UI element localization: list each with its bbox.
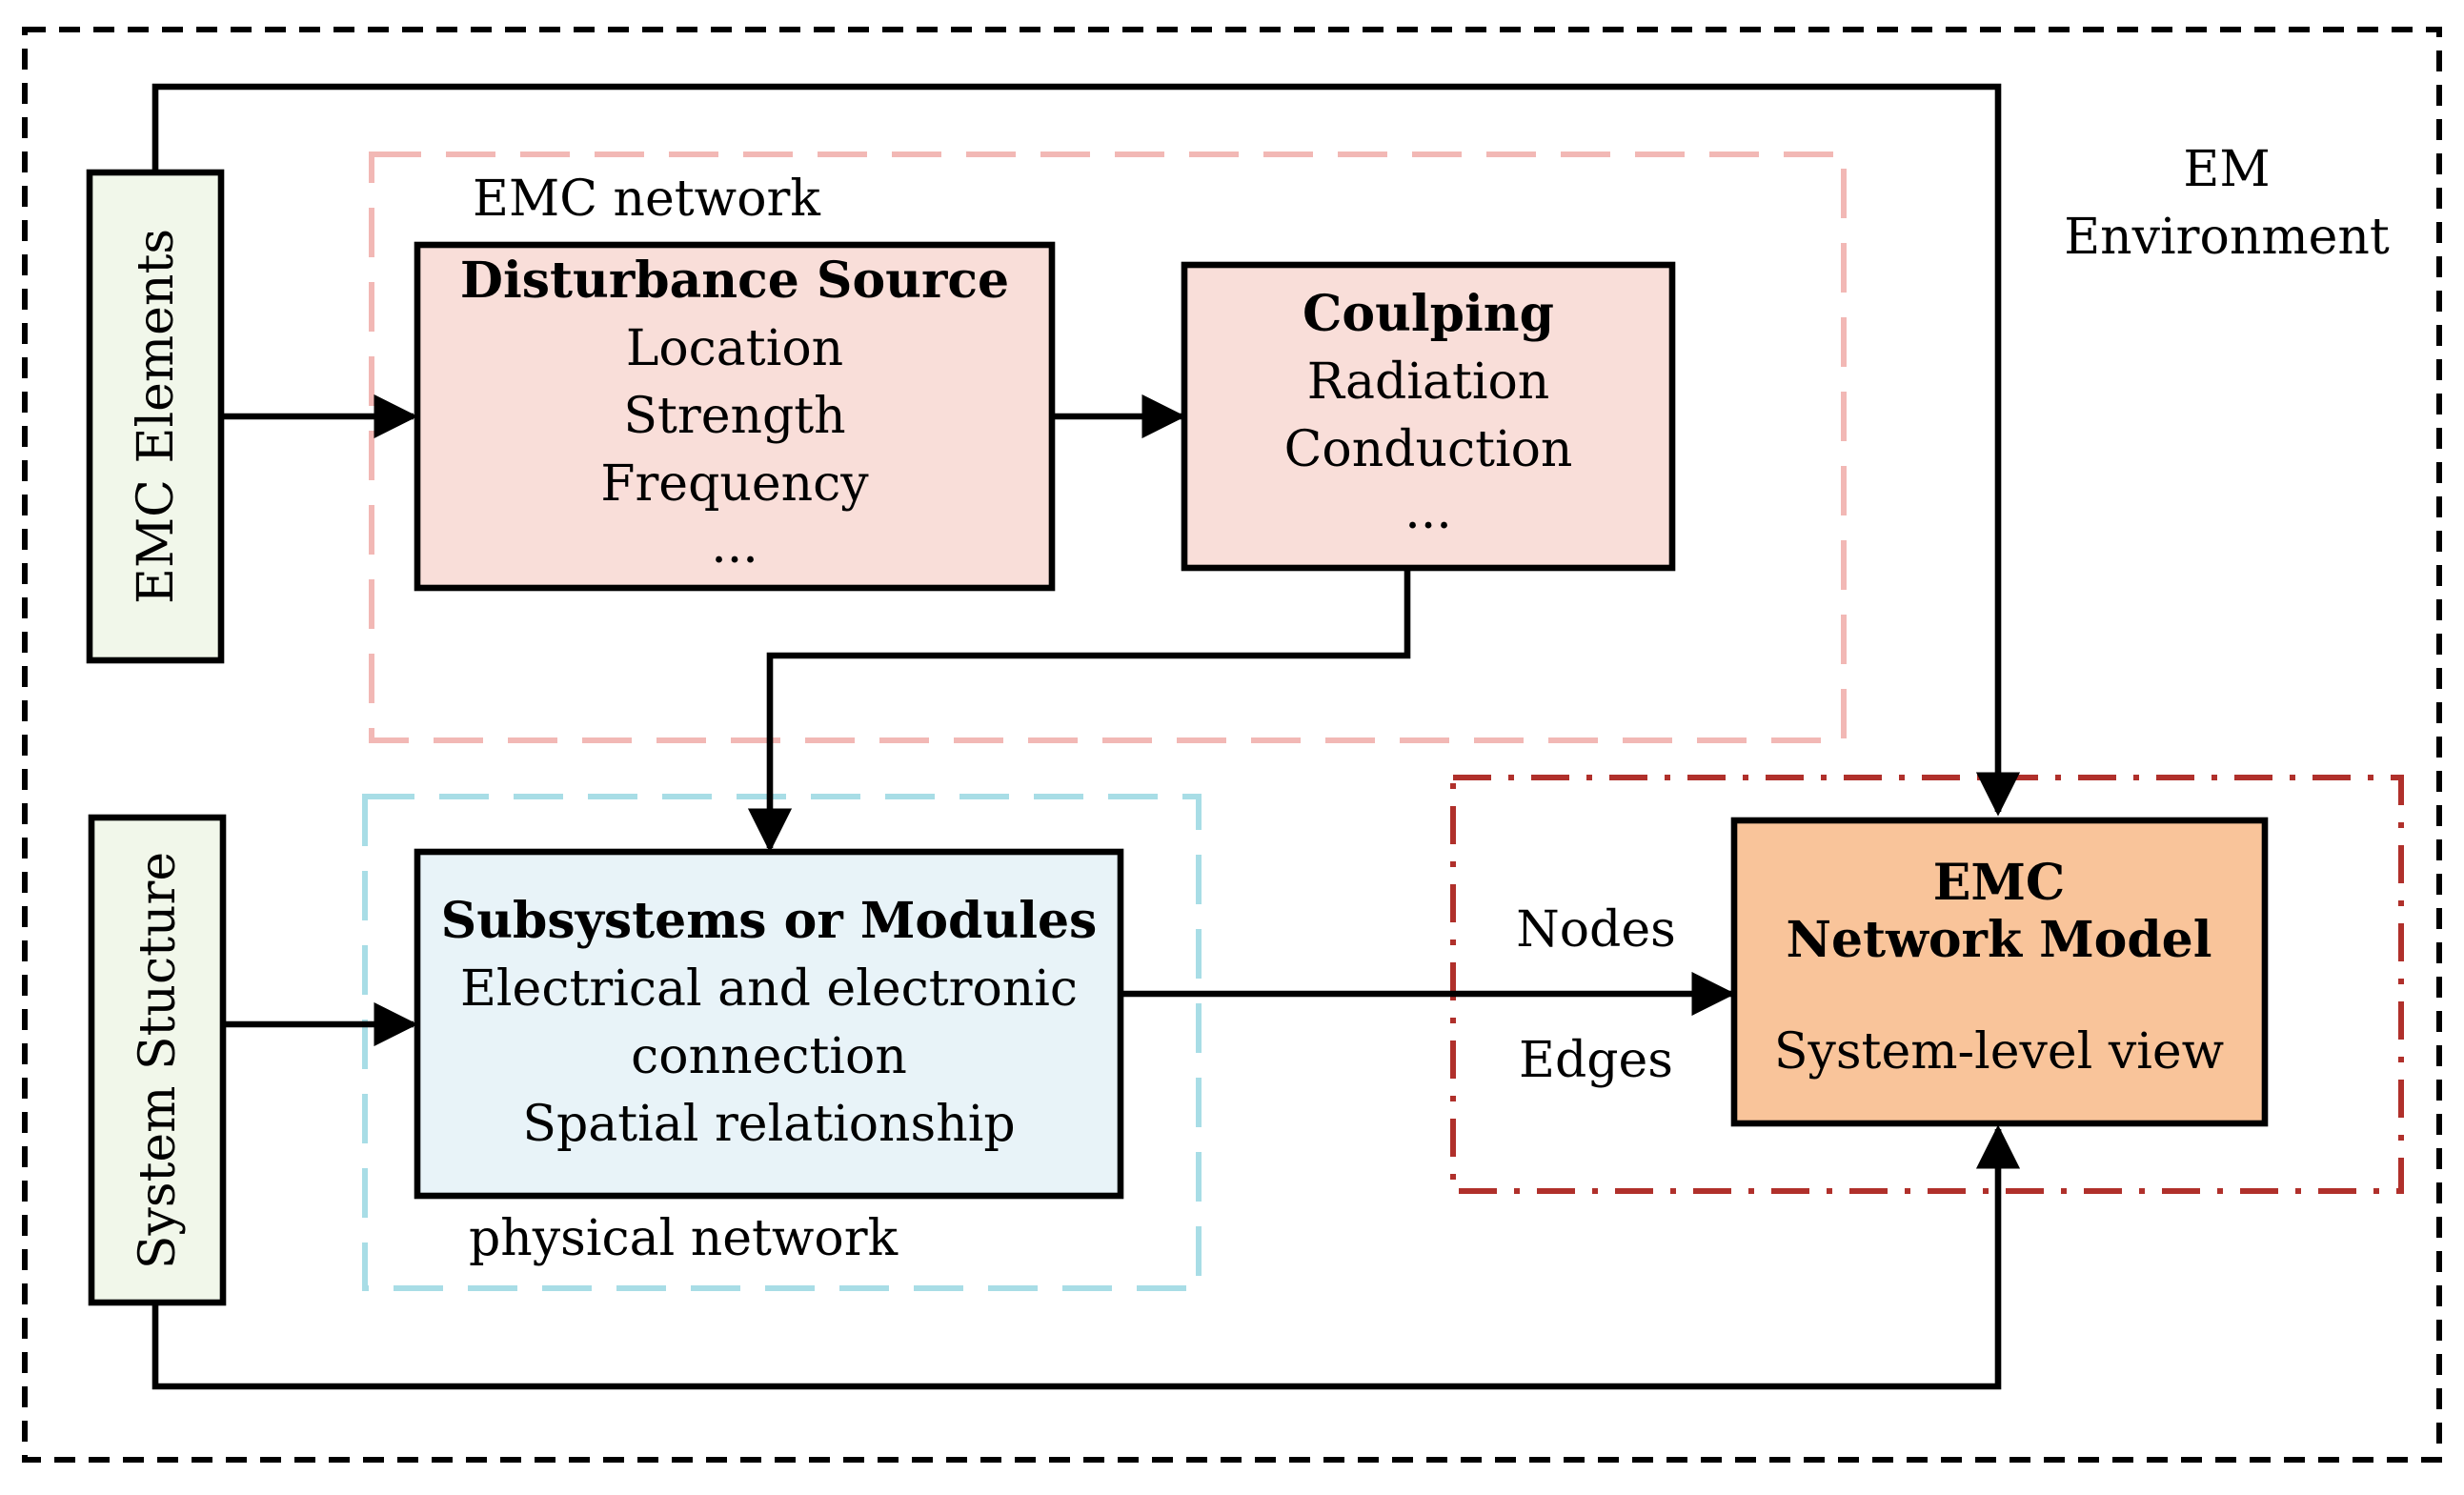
coupling-item: Radiation	[1307, 354, 1550, 411]
system-structure-label: System Stucture	[130, 852, 187, 1269]
subsystems-title: Subsystems or Modules	[441, 892, 1098, 950]
disturbance-source-box: Disturbance Source Location Strength Fre…	[414, 241, 1056, 592]
emc-elements-box: EMC Elements	[86, 169, 225, 664]
disturbance-source-title: Disturbance Source	[460, 252, 1009, 310]
emc-network-model-box: EMC Network Model System-level view	[1730, 817, 2269, 1127]
disturbance-source-item: Frequency	[600, 455, 869, 513]
edges-label: Edges	[1519, 1032, 1673, 1089]
subsystems-item: Electrical and electronic	[460, 960, 1078, 1018]
system-structure-to-model-connector	[151, 1124, 2021, 1390]
disturbance-source-item: Strength	[623, 388, 845, 445]
subsystems-item: connection	[631, 1028, 907, 1085]
model-title-line1: EMC	[1933, 854, 2066, 912]
emc-network-label: EMC network	[473, 171, 820, 228]
physical-network-region	[362, 794, 1202, 1291]
em-environment-label-line1: EM	[2183, 141, 2270, 198]
coupling-to-subsystems-arrow	[747, 568, 1411, 853]
emc-elements-to-model-connector	[151, 83, 2021, 817]
subsystems-item: Spatial relationship	[522, 1096, 1015, 1153]
system-structure-box: System Stucture	[88, 814, 227, 1306]
model-title-line2: Network Model	[1786, 911, 2212, 969]
disturbance-source-item: ...	[711, 517, 758, 575]
model-region	[1450, 775, 2404, 1194]
coupling-item: Conduction	[1284, 421, 1573, 478]
coupling-item: ...	[1404, 483, 1452, 540]
emc-elements-label: EMC Elements	[128, 229, 185, 604]
subsystems-box: Subsystems or Modules Electrical and ele…	[414, 848, 1124, 1200]
physical-network-label: physical network	[469, 1210, 899, 1267]
em-environment-frame	[22, 27, 2442, 1463]
coupling-title: Coulping	[1303, 285, 1554, 343]
em-environment-label-line2: Environment	[2064, 209, 2390, 266]
nodes-label: Nodes	[1516, 901, 1676, 959]
model-subtitle: System-level view	[1774, 1023, 2224, 1081]
coupling-box: Coulping Radiation Conduction ...	[1181, 261, 1676, 572]
disturbance-source-item: Location	[626, 320, 843, 377]
emc-network-region	[369, 152, 1847, 743]
